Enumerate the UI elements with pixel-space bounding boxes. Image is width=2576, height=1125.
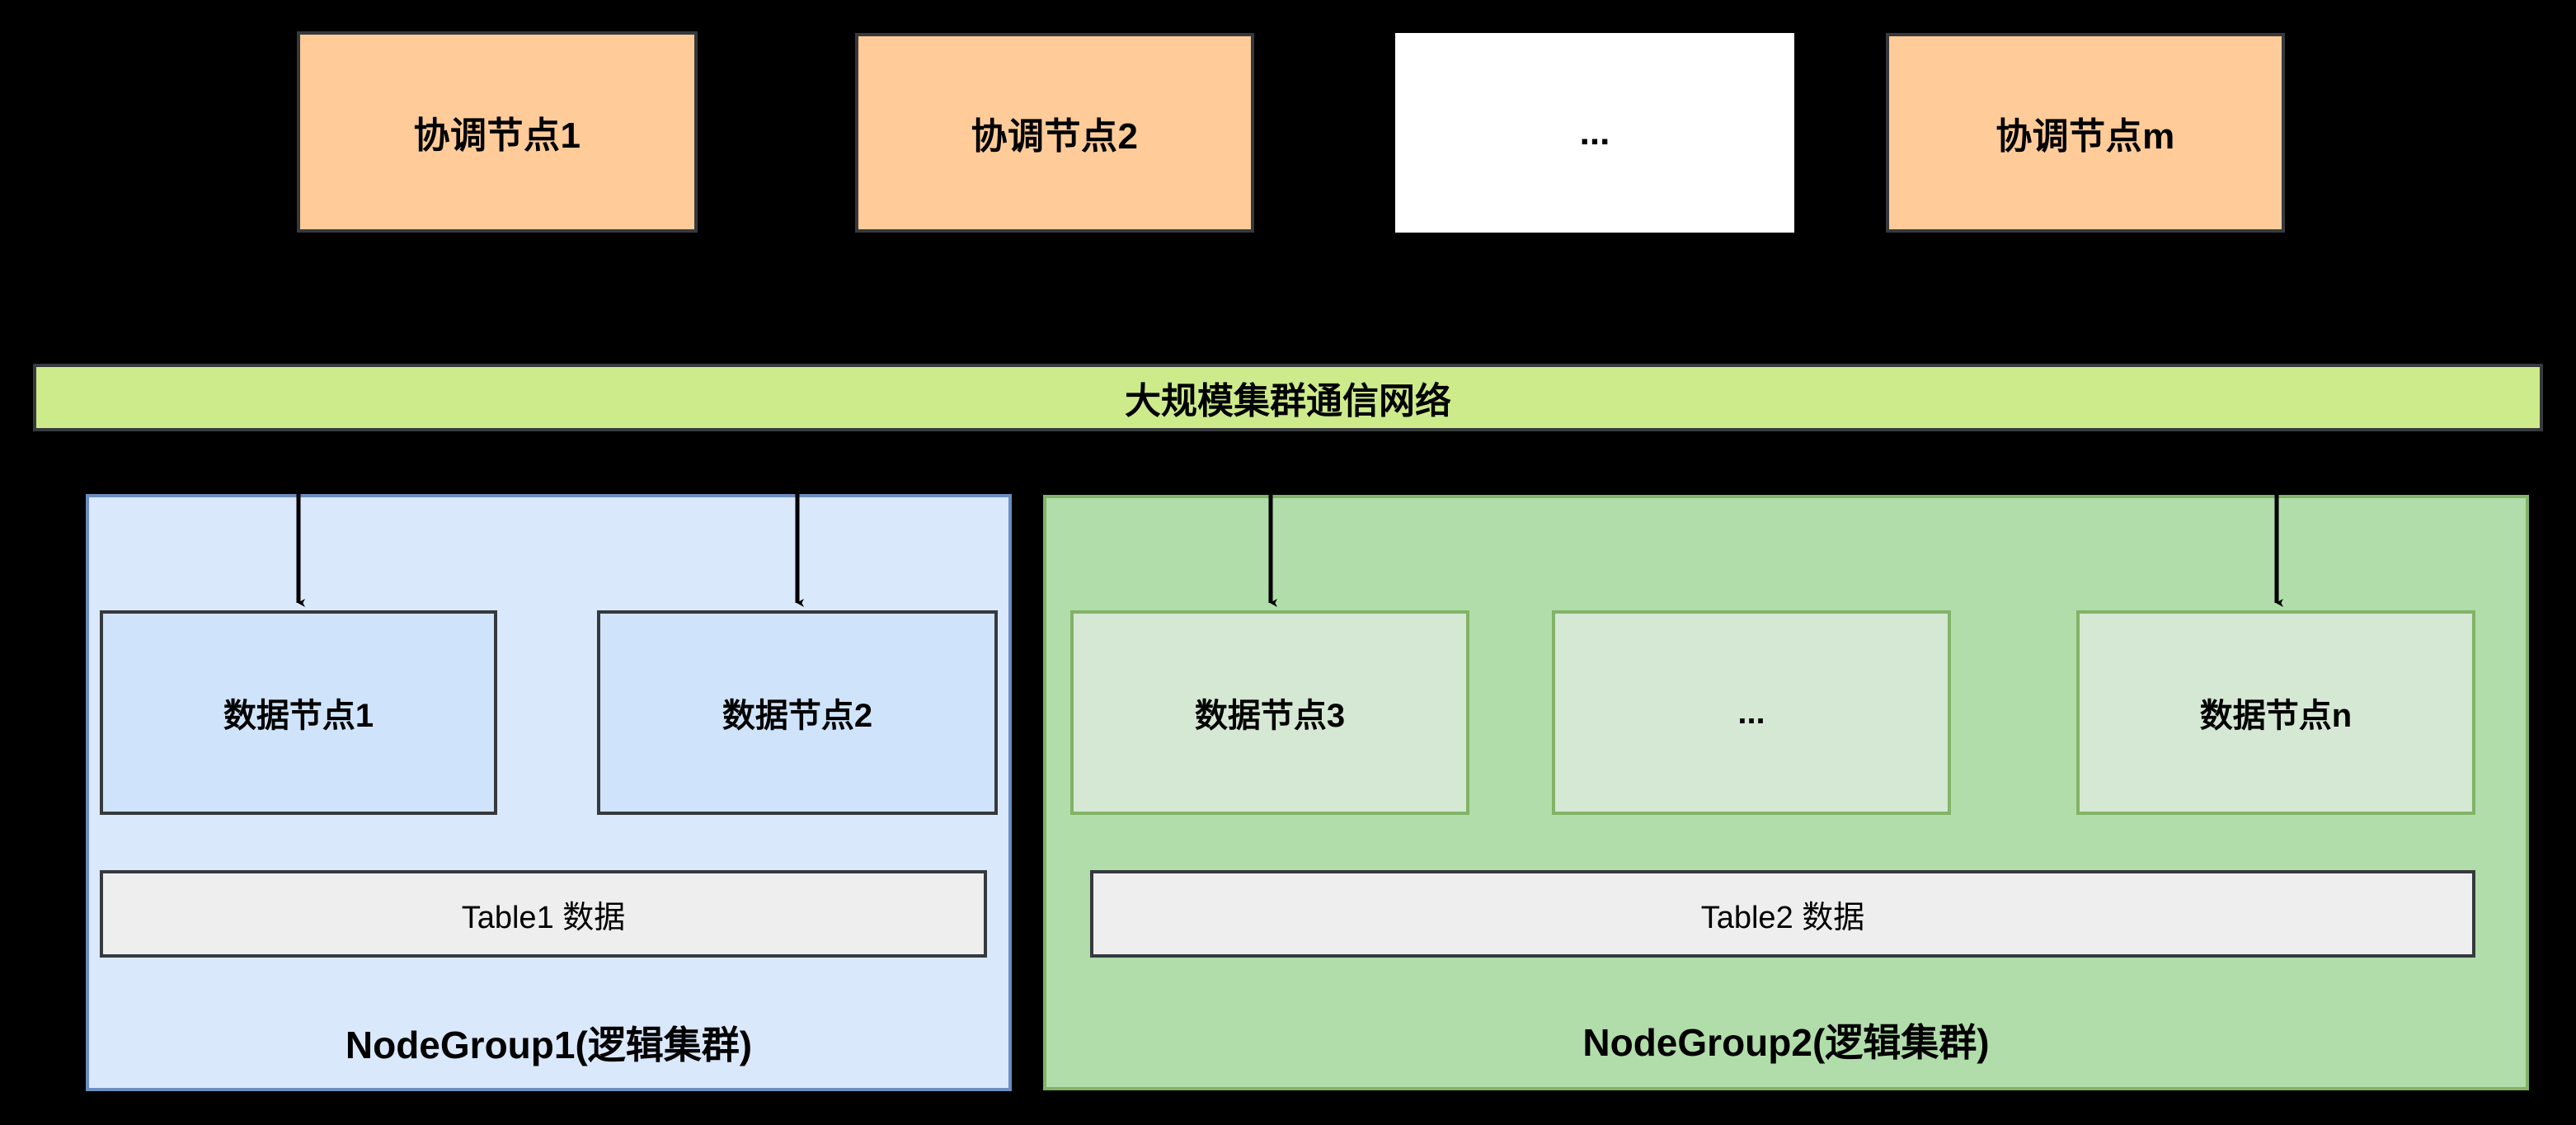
- coordinator-node-m[interactable]: 协调节点m: [1886, 33, 2285, 233]
- data-node-3[interactable]: 数据节点3: [1070, 610, 1469, 815]
- coordinator-node-ellipsis[interactable]: ...: [1395, 33, 1794, 233]
- coordinator-node-1[interactable]: 协调节点1: [297, 31, 698, 233]
- data-node-3-label: 数据节点3: [1194, 698, 1346, 734]
- coordinator-node-ellipsis-label: ...: [1579, 112, 1610, 153]
- coordinator-node-1-label: 协调节点1: [413, 115, 581, 156]
- data-node-n[interactable]: 数据节点n: [2076, 610, 2475, 815]
- data-node-1-label: 数据节点1: [223, 698, 374, 734]
- data-node-ellipsis[interactable]: ...: [1552, 610, 1951, 815]
- table-1-data-bar[interactable]: Table1 数据: [100, 870, 987, 958]
- coordinator-node-m-label: 协调节点m: [1995, 116, 2175, 157]
- table-2-data-label: Table2 数据: [1700, 900, 1865, 935]
- data-node-2[interactable]: 数据节点2: [597, 610, 998, 815]
- node-group-1-label: NodeGroup1(逻辑集群): [345, 1024, 753, 1066]
- cluster-network-label: 大规模集群通信网络: [1125, 381, 1451, 421]
- data-node-2-label: 数据节点2: [722, 698, 873, 734]
- table-2-data-bar[interactable]: Table2 数据: [1090, 870, 2475, 958]
- node-group-2-label: NodeGroup2(逻辑集群): [1582, 1021, 1990, 1064]
- coordinator-node-2[interactable]: 协调节点2: [855, 33, 1254, 233]
- data-node-ellipsis-label: ...: [1737, 694, 1765, 731]
- cluster-network-bar[interactable]: 大规模集群通信网络: [33, 364, 2543, 431]
- data-node-n-label: 数据节点n: [2199, 698, 2353, 734]
- data-node-1[interactable]: 数据节点1: [100, 610, 497, 815]
- coordinator-node-2-label: 协调节点2: [971, 116, 1139, 157]
- table-1-data-label: Table1 数据: [461, 900, 626, 935]
